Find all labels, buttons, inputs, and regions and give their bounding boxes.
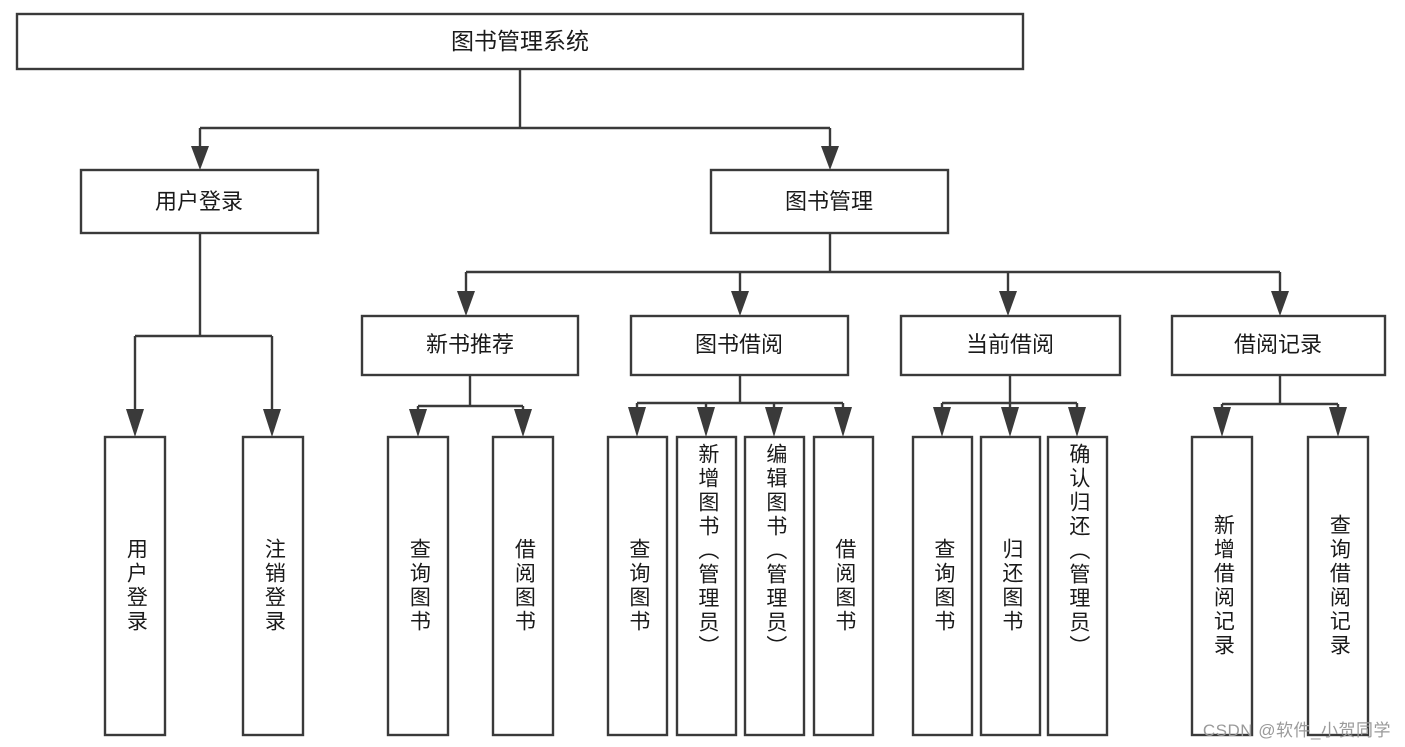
node-book-management[interactable]: 图书管理 (709, 168, 950, 235)
connector-group-root (191, 69, 839, 170)
arrow-head-leaf-add-record (1213, 407, 1231, 437)
leaf-box-query-book-1[interactable] (386, 435, 450, 737)
node-borrow-record-label: 借阅记录 (1234, 332, 1322, 357)
connector-group-new-book-recommend (409, 375, 532, 437)
arrow-head-leaf-query-book-2 (628, 407, 646, 437)
connector-group-current-borrow (933, 375, 1086, 437)
connector-group-book-borrow (628, 375, 852, 437)
leaf-box-query-record[interactable] (1306, 435, 1370, 737)
arrow-head-book-borrow (731, 291, 749, 316)
arrow-head-leaf-user-login (126, 409, 144, 437)
connector-group-borrow-record (1213, 375, 1347, 437)
node-current-borrow-box[interactable] (899, 314, 1122, 377)
arrow-head-leaf-edit-book (765, 407, 783, 437)
node-book-management-box[interactable] (709, 168, 950, 235)
node-borrow-record[interactable]: 借阅记录 (1170, 314, 1387, 377)
leaf-box-query-book-2[interactable] (606, 435, 669, 737)
leaf-box-borrow-book-2[interactable] (812, 435, 875, 737)
node-user-login-box[interactable] (79, 168, 320, 235)
arrow-head-leaf-confirm-return (1068, 407, 1086, 437)
connector-group-user-login (126, 233, 281, 437)
node-current-borrow-label: 当前借阅 (966, 332, 1054, 357)
leaf-boxes (103, 435, 1370, 737)
arrow-head-book-management (821, 146, 839, 170)
leaf-box-add-book[interactable] (675, 435, 738, 737)
leaf-box-query-book-3[interactable] (911, 435, 974, 737)
connector-group-book-management (457, 233, 1289, 316)
arrow-head-leaf-borrow-book-2 (834, 407, 852, 437)
arrow-head-leaf-query-book-1 (409, 409, 427, 437)
arrow-head-leaf-query-record (1329, 407, 1347, 437)
leaf-box-add-record[interactable] (1190, 435, 1254, 737)
node-book-management-label: 图书管理 (785, 189, 873, 214)
arrow-head-leaf-add-book (697, 407, 715, 437)
node-user-login-label: 用户登录 (155, 189, 243, 214)
node-book-borrow[interactable]: 图书借阅 (629, 314, 850, 377)
node-book-borrow-label: 图书借阅 (695, 332, 783, 357)
leaf-box-logout-login[interactable] (241, 435, 305, 737)
node-new-book-recommend-label: 新书推荐 (426, 332, 514, 357)
leaf-box-confirm-return[interactable] (1046, 435, 1109, 737)
node-book-borrow-box[interactable] (629, 314, 850, 377)
arrow-head-user-login (191, 146, 209, 170)
node-current-borrow[interactable]: 当前借阅 (899, 314, 1122, 377)
arrow-head-borrow-record (1271, 291, 1289, 316)
arrow-head-leaf-logout-login (263, 409, 281, 437)
node-user-login[interactable]: 用户登录 (79, 168, 320, 235)
node-root-box[interactable] (15, 12, 1025, 71)
leaf-box-user-login[interactable] (103, 435, 167, 737)
arrow-head-leaf-borrow-book-1 (514, 409, 532, 437)
arrow-head-leaf-query-book-3 (933, 407, 951, 437)
leaf-box-return-book[interactable] (979, 435, 1042, 737)
leaf-box-edit-book[interactable] (743, 435, 806, 737)
arrow-head-current-borrow (999, 291, 1017, 316)
leaf-box-borrow-book-1[interactable] (491, 435, 555, 737)
arrow-head-leaf-return-book (1001, 407, 1019, 437)
node-root[interactable]: 图书管理系统 (15, 12, 1025, 71)
node-new-book-recommend[interactable]: 新书推荐 (360, 314, 580, 377)
node-root-label: 图书管理系统 (451, 28, 589, 54)
arrow-head-new-book-recommend (457, 291, 475, 316)
watermark-text: CSDN @软件_小贺同学 (1202, 721, 1391, 740)
node-borrow-record-box[interactable] (1170, 314, 1387, 377)
node-new-book-recommend-box[interactable] (360, 314, 580, 377)
